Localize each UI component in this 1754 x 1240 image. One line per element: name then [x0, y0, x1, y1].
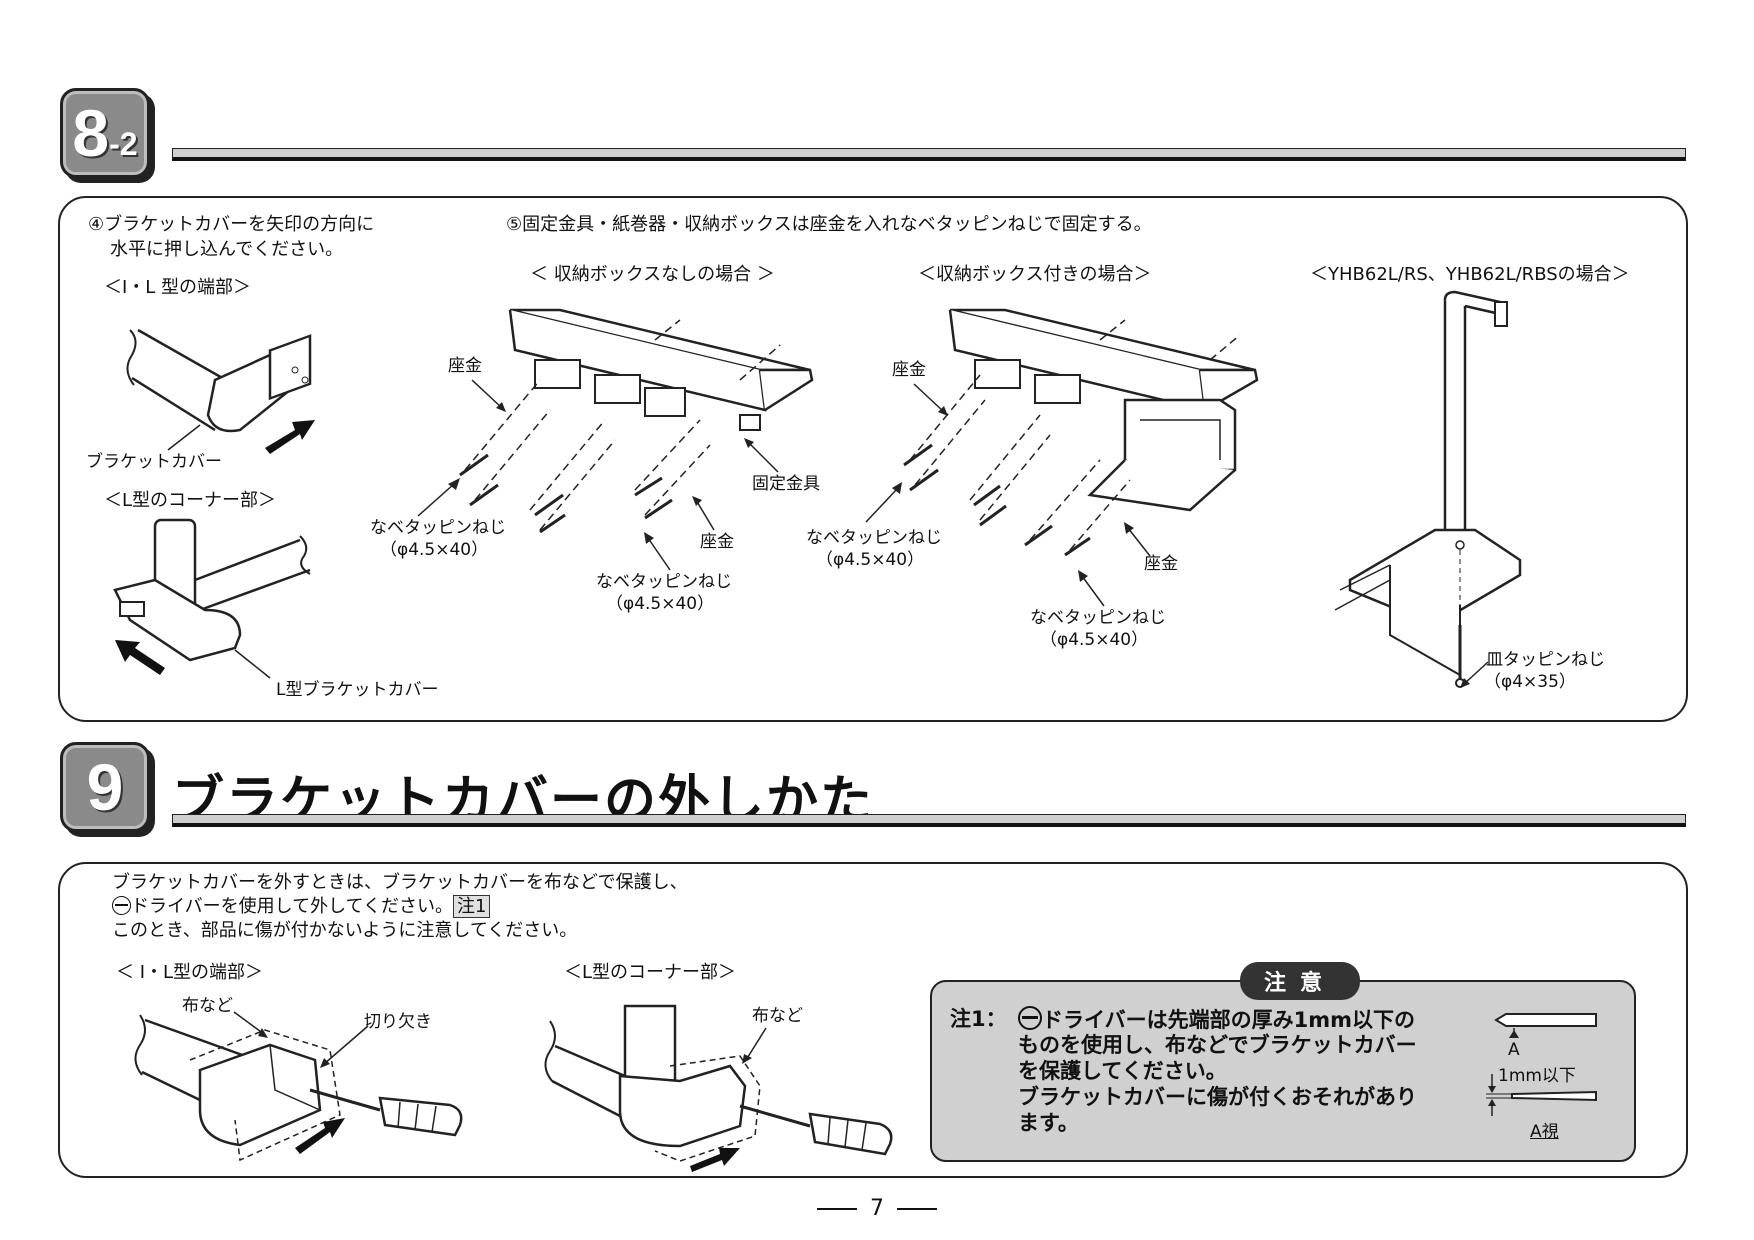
no-box-fixture-label: 固定金具 [752, 474, 820, 494]
with-box-screw-label-1a: なベタッピンねじ [806, 528, 942, 548]
section9-body-line1: ブラケットカバーを外すときは、ブラケットカバーを布などで保護し、 [112, 872, 688, 893]
section9-body-line3: このとき、部品に傷が付かないように注意してください。 [112, 920, 578, 941]
no-box-fixture-leader [744, 438, 779, 473]
caution-line1: ドライバーは先端部の厚み1mm以下の [1042, 1008, 1415, 1032]
caution-line1-wrap: ドライバーは先端部の厚み1mm以下の [1018, 1006, 1415, 1033]
caution-line2: ものを使用し、布などでブラケットカバー [1018, 1033, 1417, 1057]
cloth-leader-1 [233, 1011, 268, 1038]
section-8-2-rule [172, 148, 1686, 161]
il-end-illustration [126, 328, 315, 454]
section9-il-end-title: ＜ I・L型の端部＞ [116, 962, 264, 983]
page-number-wrap: 7 [0, 1196, 1754, 1221]
no-box-screw-leader-1 [417, 478, 460, 517]
with-box-washer-leader-2 [1124, 522, 1151, 557]
yhb-screw-label-a: 皿タッピンねじ [1486, 650, 1605, 670]
caution-label-a-view: A視 [1530, 1122, 1559, 1142]
caution-tab: 注意 [1240, 962, 1360, 1000]
step4-instruction-line2: 水平に押し込んでください。 [110, 239, 344, 260]
no-box-screw-label-2a: なベタッピンねじ [596, 572, 732, 592]
flathead-driver-icon-caution [1018, 1006, 1042, 1030]
with-box-screw-leader-2 [1078, 570, 1105, 607]
with-box-title: ＜収納ボックス付きの場合＞ [918, 264, 1152, 285]
section9-body-line2: ドライバーを使用して外してください。 [131, 896, 454, 917]
no-box-screw-leader-2 [644, 532, 671, 571]
with-box-screw-label-2b: （φ4.5×40） [1040, 630, 1149, 650]
section9-l-corner-illustration [544, 1004, 893, 1172]
caution-label-a: A [1508, 1040, 1520, 1060]
notch-leader [320, 1025, 369, 1068]
caution-line5: ます。 [1018, 1111, 1079, 1135]
badge-number: 8 [72, 96, 110, 170]
no-box-washer-label-1: 座金 [448, 356, 482, 376]
yhb-screw-leader [1460, 661, 1489, 688]
caution-line4: ブラケットカバーに傷が付くおそれがあり [1018, 1085, 1417, 1109]
no-box-title: ＜ 収納ボックスなしの場合 ＞ [530, 264, 775, 285]
no-box-screw-label-1b: （φ4.5×40） [380, 540, 489, 560]
flathead-driver-icon [112, 896, 131, 915]
no-box-washer-leader-2 [692, 496, 715, 531]
yhb-illustration [1334, 290, 1522, 688]
no-box-screw-label-2b: （φ4.5×40） [606, 594, 715, 614]
no-box-washer-label-2: 座金 [700, 532, 734, 552]
section9-l-corner-title: ＜L型のコーナー部＞ [564, 962, 737, 983]
caution-line3: を保護してください。 [1018, 1059, 1227, 1083]
caution-label-1mm: 1mm以下 [1498, 1066, 1576, 1086]
with-box-screw-label-2a: なベタッピンねじ [1030, 608, 1166, 628]
cloth-leader-2 [742, 1027, 767, 1064]
il-end-title: ＜I・L 型の端部＞ [104, 277, 252, 298]
no-box-screw-label-1a: なベタッピンねじ [370, 518, 506, 538]
l-bracket-cover-label: L型ブラケットカバー [276, 680, 439, 700]
with-box-washer-label-1: 座金 [892, 360, 926, 380]
page-number: 7 [870, 1196, 884, 1221]
step5-instruction: ⑤固定金具・紙巻器・収納ボックスは座金を入れなベタッピンねじで固定する。 [506, 214, 1152, 235]
step4-instruction-line1: ④ブラケットカバーを矢印の方向に [88, 214, 375, 235]
screwdriver-tip-diagram [1486, 1013, 1597, 1116]
with-box-washer-leader-1 [913, 383, 948, 416]
section9-il-end-illustration [134, 1014, 463, 1162]
yhb-title: ＜YHB62L/RS、YHB62L/RBSの場合＞ [1310, 264, 1630, 285]
no-box-illustration [459, 308, 814, 534]
with-box-washer-label-2: 座金 [1144, 554, 1178, 574]
notch-label: 切り欠き [364, 1012, 432, 1032]
section-9-badge: 9 [60, 742, 150, 832]
badge-number: 9 [86, 750, 124, 824]
yhb-screw-label-b: （φ4×35） [1484, 672, 1576, 692]
section9-body-line2-wrap: ドライバーを使用して外してください。注1 [112, 895, 491, 918]
section-9-rule [172, 814, 1686, 827]
cloth-label-1: 布など [182, 996, 233, 1016]
l-corner-illustration [113, 518, 311, 679]
section-8-2-badge: 8 -2 [60, 88, 150, 178]
bracket-cover-label: ブラケットカバー [86, 452, 222, 472]
with-box-illustration [903, 308, 1259, 557]
with-box-screw-label-1b: （φ4.5×40） [816, 550, 925, 570]
no-box-washer-leader-1 [471, 379, 506, 412]
caution-box [930, 980, 1636, 1162]
cloth-label-2: 布など [752, 1006, 803, 1026]
with-box-screw-leader-1 [865, 482, 902, 523]
badge-subnumber: -2 [109, 125, 138, 162]
l-corner-title: ＜L型のコーナー部＞ [104, 490, 277, 511]
note-ref-badge: 注1 [453, 895, 491, 918]
caution-note-label: 注1： [950, 1007, 1007, 1031]
